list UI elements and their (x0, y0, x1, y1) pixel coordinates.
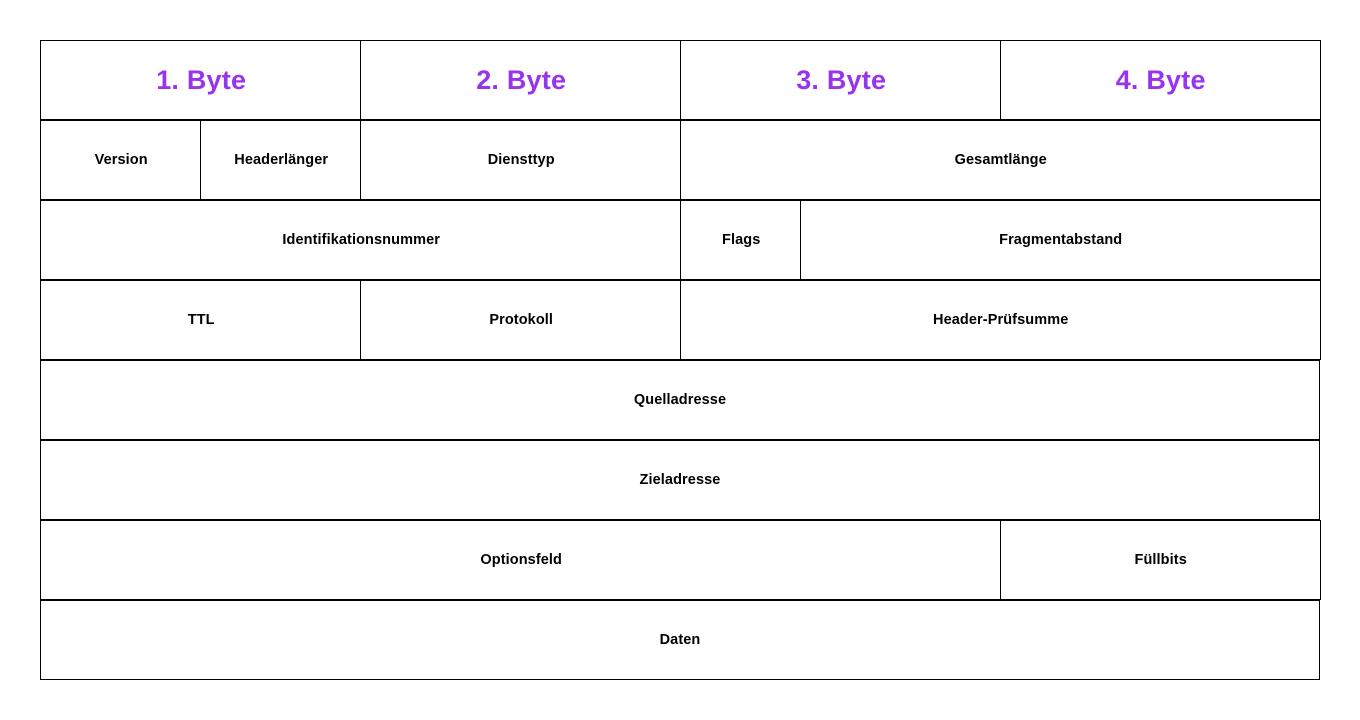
field-flags-label: Flags (722, 231, 761, 248)
byte-header-label-2: 2. Byte (476, 64, 567, 95)
row-ttl: TTL Protokoll Header-Prüfsumme (40, 280, 1322, 360)
field-options-label: Optionsfeld (480, 551, 563, 568)
field-version-label: Version (94, 151, 148, 168)
row-source-address: Quelladresse (40, 360, 1320, 440)
field-identification: Identifikationsnummer (40, 200, 682, 280)
field-flags: Flags (680, 200, 802, 280)
field-service-type: Diensttyp (360, 120, 682, 200)
field-identification-label: Identifikationsnummer (282, 231, 440, 248)
field-destination-address-label: Zieladresse (639, 471, 721, 488)
row-destination-address: Zieladresse (40, 440, 1320, 520)
byte-header-cell-3: 3. Byte (680, 40, 1002, 120)
row-identification: Identifikationsnummer Flags Fragmentabst… (40, 200, 1322, 280)
field-options: Optionsfeld (40, 520, 1002, 600)
field-protocol-label: Protokoll (489, 311, 554, 328)
field-service-type-label: Diensttyp (487, 151, 555, 168)
field-fragment-offset-label: Fragmentabstand (999, 231, 1123, 248)
byte-header-label-1: 1. Byte (156, 64, 247, 95)
field-data-label: Daten (659, 631, 701, 648)
field-version: Version (40, 120, 202, 200)
field-header-checksum: Header-Prüfsumme (680, 280, 1322, 360)
byte-header-cell-1: 1. Byte (40, 40, 362, 120)
row-options: Optionsfeld Füllbits (40, 520, 1322, 600)
field-total-length-label: Gesamtlänge (954, 151, 1047, 168)
byte-header-label-4: 4. Byte (1115, 64, 1206, 95)
ipv4-header-diagram: 1. Byte 2. Byte 3. Byte 4. Byte Version … (40, 40, 1322, 680)
field-total-length: Gesamtlänge (680, 120, 1322, 200)
byte-header-cell-2: 2. Byte (360, 40, 682, 120)
field-destination-address: Zieladresse (40, 440, 1320, 520)
field-source-address: Quelladresse (40, 360, 1320, 440)
row-data: Daten (40, 600, 1320, 680)
field-header-length-label: Headerlänger (234, 151, 329, 168)
row-version: Version Headerlänger Diensttyp Gesamtlän… (40, 120, 1322, 200)
field-header-checksum-label: Header-Prüfsumme (933, 311, 1069, 328)
field-padding: Füllbits (1000, 520, 1322, 600)
field-ttl: TTL (40, 280, 362, 360)
field-header-length: Headerlänger (200, 120, 362, 200)
byte-header-cell-4: 4. Byte (1000, 40, 1322, 120)
byte-header-row: 1. Byte 2. Byte 3. Byte 4. Byte (40, 40, 1322, 120)
field-data: Daten (40, 600, 1320, 680)
field-padding-label: Füllbits (1134, 551, 1187, 568)
field-source-address-label: Quelladresse (633, 391, 727, 408)
field-ttl-label: TTL (187, 311, 215, 328)
byte-header-label-3: 3. Byte (796, 64, 887, 95)
field-fragment-offset: Fragmentabstand (800, 200, 1322, 280)
field-protocol: Protokoll (360, 280, 682, 360)
